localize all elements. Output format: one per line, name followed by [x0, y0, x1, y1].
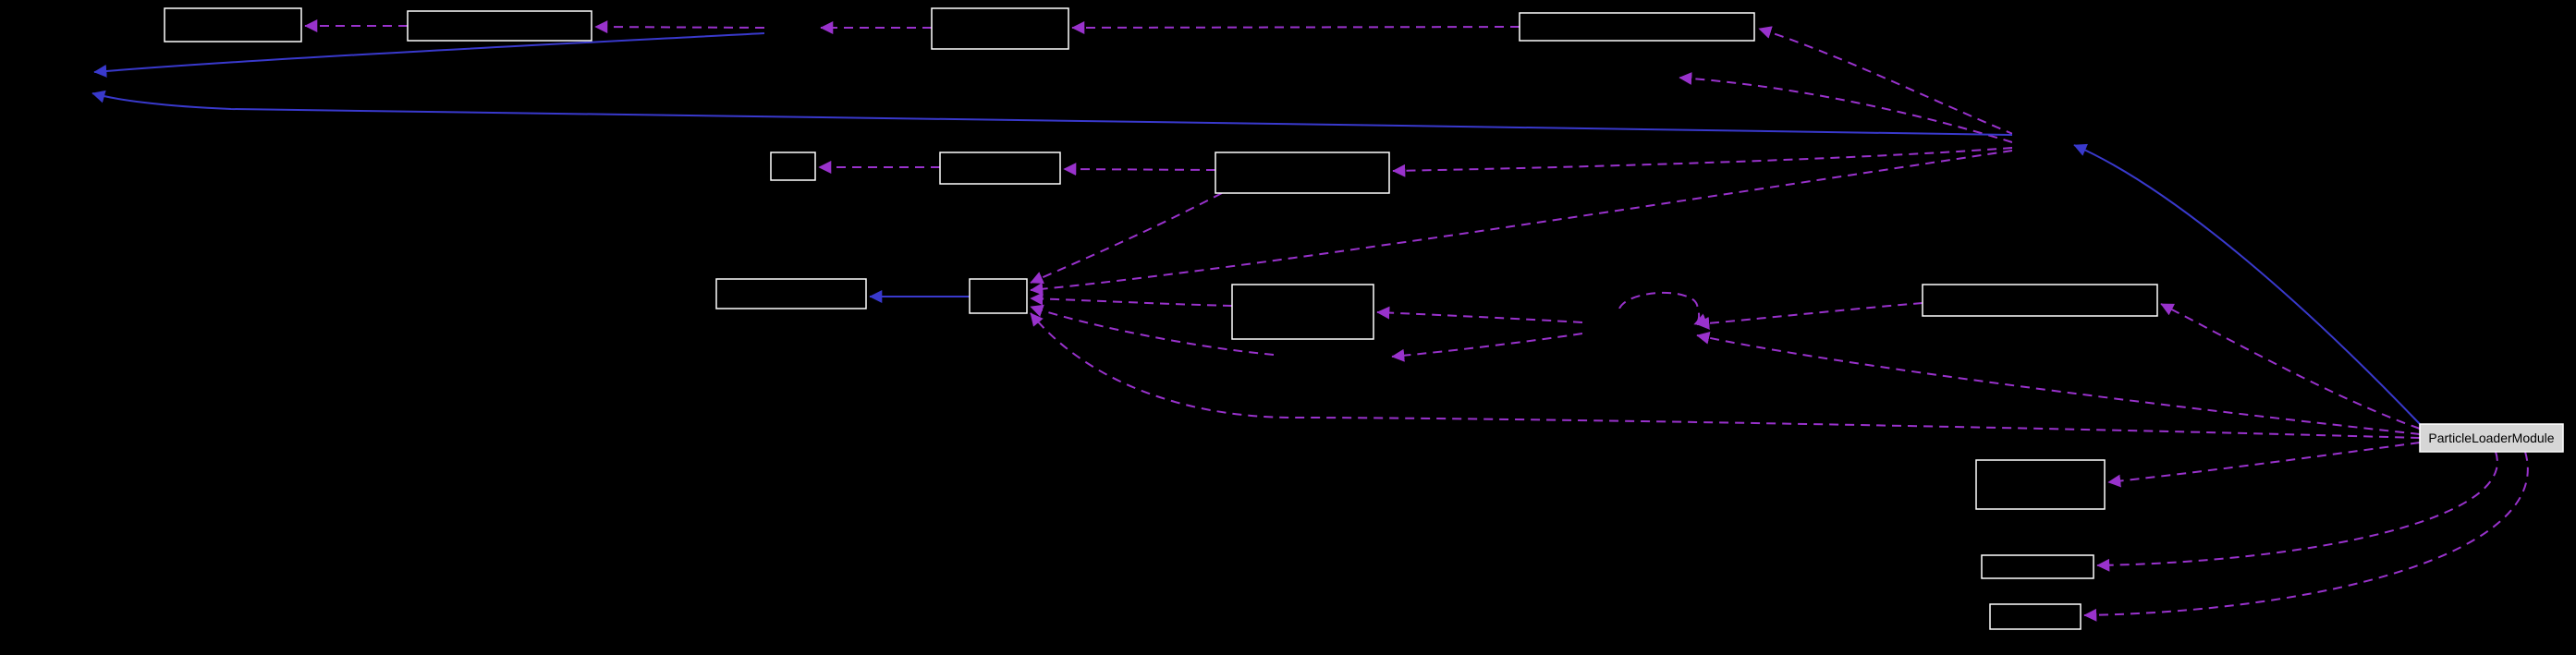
- node-n13[interactable]: [1975, 459, 2106, 510]
- edge-h3-h6: [92, 90, 2013, 136]
- edge-particle-loader-module-n15: [2083, 451, 2529, 622]
- node-n10[interactable]: [1231, 284, 1374, 340]
- node-h5: [1274, 345, 1388, 370]
- node-h6: [49, 66, 90, 95]
- edge-n11-h4: [1696, 302, 1923, 330]
- node-n7[interactable]: [1215, 152, 1390, 194]
- node-n14[interactable]: [1981, 554, 2094, 579]
- edge-particle-loader-module-h3: [2073, 143, 2421, 425]
- node-particle-loader-module[interactable]: [2419, 423, 2564, 453]
- node-n4[interactable]: [1519, 12, 1755, 42]
- node-h2: [1623, 63, 1676, 92]
- node-n5[interactable]: [770, 152, 816, 181]
- edge-particle-loader-module-n13: [2107, 442, 2421, 488]
- node-n6[interactable]: [939, 152, 1061, 185]
- edge-particle-loader-module-n9: [1030, 312, 2421, 439]
- edge-n7-n6: [1063, 163, 1216, 176]
- node-n8[interactable]: [715, 278, 867, 309]
- edge-n7-n9: [1030, 192, 1223, 284]
- node-n1[interactable]: [164, 7, 302, 42]
- edge-particle-loader-module-n11: [2160, 303, 2421, 430]
- edge-particle-loader-module-h4: [1696, 331, 2421, 435]
- node-n9[interactable]: [969, 278, 1028, 314]
- edge-particle-loader-module-n14: [2096, 451, 2498, 572]
- node-h4: [1582, 309, 1692, 348]
- node-h3: [2012, 131, 2069, 157]
- edge-h4-h4: [1618, 291, 1708, 326]
- edge-h4-n10: [1376, 306, 1583, 323]
- node-n11[interactable]: [1922, 284, 2158, 317]
- main-node-label: ParticleLoaderModule: [2428, 431, 2554, 445]
- edge-h1-h6: [93, 32, 765, 78]
- edge-n4-n3: [1071, 20, 1520, 34]
- edge-h1-n2: [594, 20, 765, 34]
- edge-h3-h2: [1679, 71, 2013, 143]
- node-n15[interactable]: [1989, 603, 2082, 630]
- node-n3[interactable]: [931, 7, 1069, 50]
- node-h1: [764, 13, 817, 42]
- edge-h5-n9: [1030, 304, 1275, 356]
- edge-h3-n4: [1758, 26, 2016, 136]
- edge-n10-n9: [1030, 292, 1233, 307]
- node-n2[interactable]: [407, 10, 592, 42]
- edge-h3-n7: [1392, 147, 2013, 177]
- edge-h4-h5: [1391, 333, 1583, 362]
- edge-h3-n9: [1030, 150, 2013, 296]
